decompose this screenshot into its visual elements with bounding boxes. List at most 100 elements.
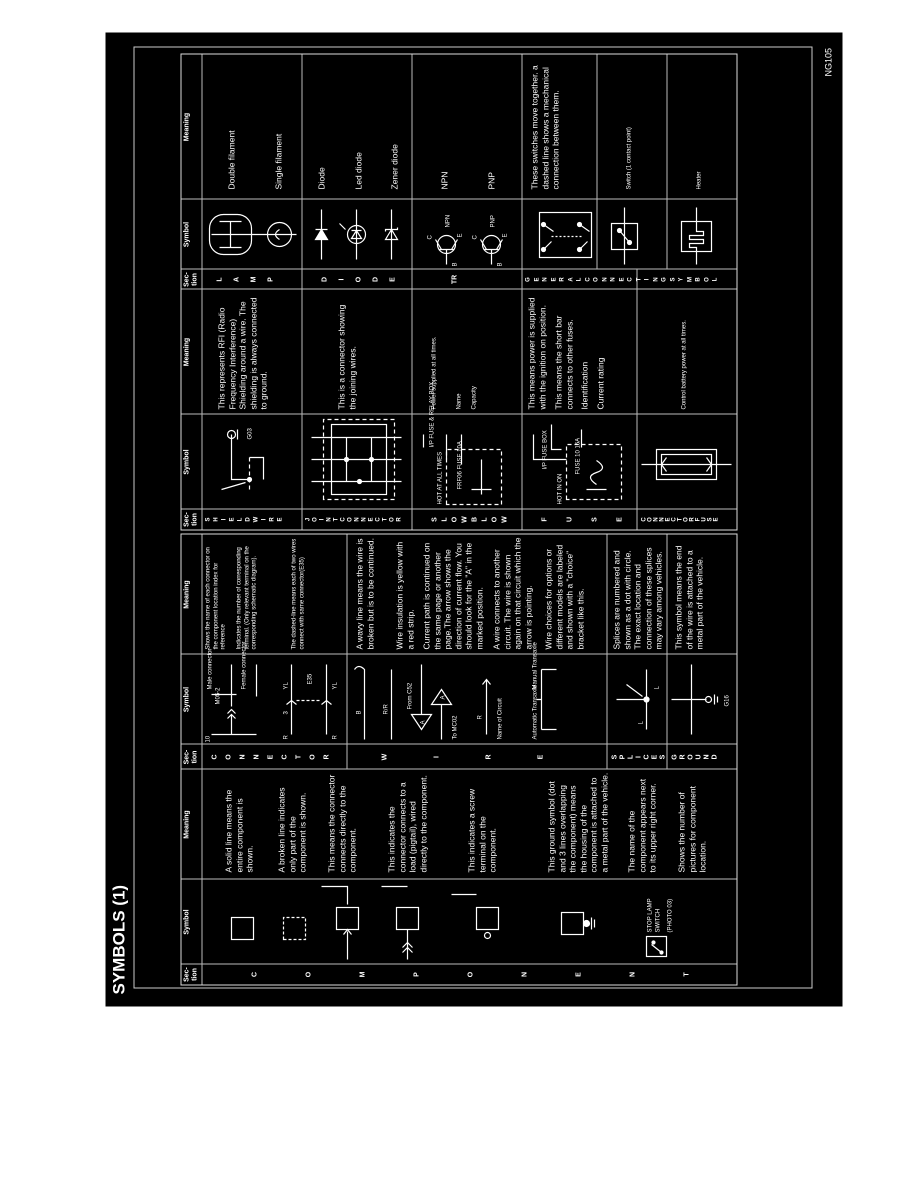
- section-letter: H: [213, 516, 219, 522]
- section-letter: N: [521, 971, 528, 977]
- section-letter: G: [661, 276, 667, 282]
- meaning-led-diode: Led diode: [353, 151, 363, 189]
- section-tr: TR: [451, 269, 472, 289]
- symbol-label: B: [497, 262, 503, 266]
- meaning-npn: NPN: [439, 171, 449, 189]
- section-letter: U: [701, 516, 707, 522]
- section-letter: S: [205, 517, 211, 522]
- section-letter: E: [368, 517, 374, 522]
- meaning-wire-choices: Wire choices for options or different mo…: [543, 544, 585, 649]
- symbol-label: NPN: [445, 214, 451, 227]
- symbol-label: FRF06 FUSE 10A: [457, 441, 463, 489]
- meaning-pigtail: This indicates the connector connects to…: [386, 774, 428, 872]
- symbol-label: To MC02: [452, 714, 458, 739]
- switch-symbols: [538, 207, 712, 264]
- meaning-dashed-line: The dashed-line means each of two wires …: [291, 538, 305, 649]
- diode-symbols: [313, 209, 399, 259]
- meaning-ground-housing: This ground symbol (dot and 3 lines over…: [546, 772, 609, 872]
- symbol-label: E: [502, 233, 508, 237]
- section-letter: D: [321, 276, 328, 282]
- section-letter: R: [679, 753, 686, 760]
- meaning-single-filament: Single filament: [273, 133, 283, 189]
- symbol-label: G16: [724, 694, 730, 706]
- section-letter: S: [707, 517, 713, 522]
- section-letter: W: [501, 515, 508, 523]
- connector-fuse-symbol: [641, 448, 731, 480]
- shield-symbol: G03: [220, 427, 264, 490]
- section-letter: T: [683, 971, 690, 977]
- section-letter: L: [441, 516, 448, 522]
- symbol-label: From C52: [407, 682, 413, 709]
- symbols-page: SYMBOLS (1) NG105 Sec- tion Symbol Meani…: [105, 32, 842, 1006]
- section-letter: R: [396, 516, 402, 522]
- section-letter: R: [323, 753, 330, 760]
- joint-connector-symbol: [311, 418, 401, 500]
- section-letter: M: [686, 276, 693, 282]
- section-letter: C: [281, 753, 288, 760]
- section-letter: O: [703, 276, 710, 282]
- symbol-label: PNP: [490, 215, 496, 227]
- section-letter: O: [647, 516, 653, 522]
- section-letter: N: [629, 971, 636, 977]
- section-letter: C: [627, 276, 633, 282]
- section-letter: E: [229, 517, 235, 522]
- section-letter: TR: [451, 274, 458, 284]
- page-title: SYMBOLS (1): [109, 884, 128, 994]
- meaning-heater: Heater: [696, 170, 702, 189]
- symbol-label: G03: [247, 427, 253, 439]
- meaning-power-all-times: Power supplied at all times.: [431, 335, 437, 409]
- meaning-connector-direct: This means the connector connects direct…: [326, 774, 357, 872]
- symbol-label: L: [638, 720, 644, 724]
- header-section: Sec- tion: [183, 511, 198, 527]
- symbol-label: 3: [283, 710, 289, 714]
- meaning-splices: Splices are numbered and shown as a dot …: [611, 546, 663, 649]
- symbol-label: SWITCH: [655, 908, 661, 932]
- meaning-name: Name: [456, 392, 462, 409]
- section-letter: O: [225, 753, 232, 760]
- section-letter: L: [712, 277, 718, 281]
- section-letter: W: [381, 753, 388, 760]
- symbol-label: A: [420, 720, 426, 724]
- header-section: Sec- tion: [183, 749, 198, 764]
- section-letter: W: [253, 516, 259, 522]
- symbol-label: Automatic Transaxle: [532, 684, 538, 739]
- section-letter: J: [305, 517, 311, 521]
- section-letter: S: [611, 754, 618, 759]
- section-letter: E: [713, 517, 719, 522]
- section-letter: I: [319, 518, 325, 520]
- ground-symbol: G16: [671, 664, 730, 734]
- section-letter: T: [677, 517, 683, 521]
- section-letter: T: [382, 517, 388, 521]
- right-table: Sec- tion Symbol Meaning Sec- tion Symbo…: [180, 53, 737, 530]
- symbol-label: YL: [283, 681, 289, 689]
- section-letter: N: [659, 516, 665, 522]
- section-letter: U: [695, 753, 702, 760]
- section-letter: I: [338, 278, 345, 280]
- symbol-label: M05-2: [215, 686, 221, 704]
- section-letter: N: [253, 753, 260, 760]
- meaning-diode: Diode: [316, 166, 326, 189]
- meaning-control-battery: Control battery power at all times.: [681, 319, 687, 409]
- meaning-photo-count: Shows the number of pictures for compone…: [676, 785, 707, 872]
- section-letter: F: [541, 516, 548, 522]
- meaning-power-ignition-on: This means power is supplied with the ig…: [526, 297, 547, 409]
- section-letter: I: [221, 518, 227, 520]
- section-letter: C: [251, 971, 258, 977]
- meaning-connector-name: Shows the name of each connector on the …: [205, 546, 226, 649]
- header-meaning: Meaning: [183, 337, 190, 366]
- symbol-label: R: [332, 734, 338, 739]
- header-meaning: Meaning: [183, 809, 190, 839]
- connector-symbols: 10 M05-2 Male connector Female connector…: [205, 641, 338, 742]
- section-letter: O: [355, 276, 362, 282]
- section-letter: C: [641, 516, 647, 522]
- meaning-zener-diode: Zener diode: [389, 143, 399, 189]
